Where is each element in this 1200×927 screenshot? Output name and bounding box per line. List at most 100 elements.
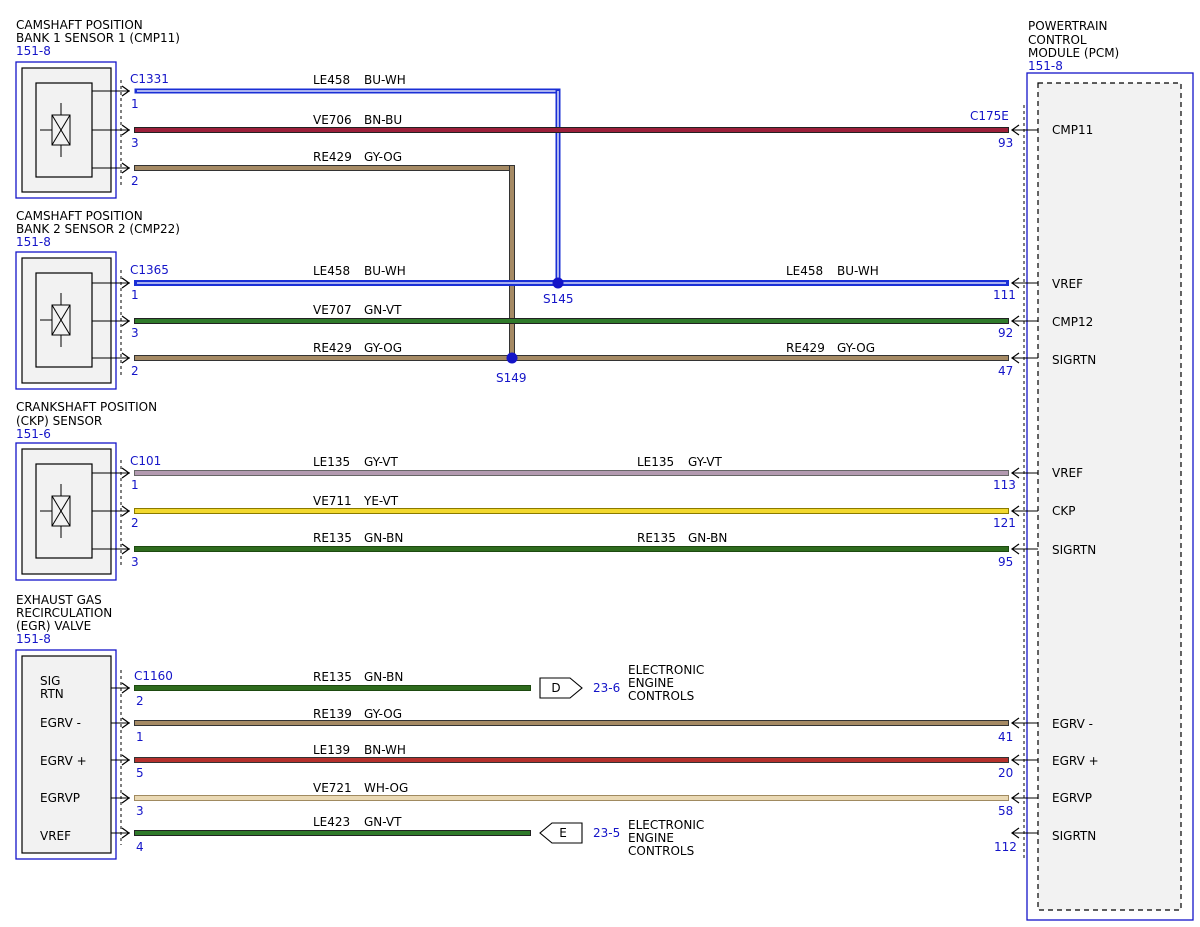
cmp22-ref-link[interactable]: 151-8 bbox=[16, 235, 51, 249]
w9-pin: 3 bbox=[131, 555, 139, 569]
cmp11-connector-label[interactable]: C1331 bbox=[130, 72, 169, 86]
w8-circuit: VE711 bbox=[313, 494, 352, 508]
offpage-e-ref[interactable]: 23-5 bbox=[593, 826, 620, 840]
cmp11-title-line-2: BANK 1 SENSOR 1 (CMP11) bbox=[16, 31, 180, 45]
w6-color: GY-OG bbox=[364, 341, 402, 355]
offpage-e-label-2: ENGINE bbox=[628, 831, 674, 845]
connector-pin-arrow-icon bbox=[121, 717, 131, 729]
cmp22-title-line-1: CAMSHAFT POSITION bbox=[16, 209, 143, 223]
w2-circuit: VE706 bbox=[313, 113, 352, 127]
w2-pcm-pin: 93 bbox=[998, 136, 1013, 150]
offpage-e-letter: E bbox=[559, 826, 567, 840]
connector-pin-arrow-icon bbox=[121, 682, 131, 694]
splice-s145-dot bbox=[552, 277, 564, 289]
w7-pcm-signal: VREF bbox=[1052, 466, 1083, 480]
offpage-e-arrow-icon bbox=[539, 822, 583, 844]
w14-pin: 4 bbox=[136, 840, 144, 854]
w4-pcm-pin: 111 bbox=[993, 288, 1016, 302]
w6-circuit: RE429 bbox=[313, 341, 352, 355]
cmp22-connector-label[interactable]: C1365 bbox=[130, 263, 169, 277]
ckp-title-line-2: (CKP) SENSOR bbox=[16, 414, 102, 428]
offpage-connector-d[interactable]: D 23-6 ELECTRONIC ENGINE CONTROLS bbox=[539, 663, 704, 703]
egr-pin-egrvp: EGRVP bbox=[40, 791, 80, 805]
w14-circuit: LE423 bbox=[313, 815, 350, 829]
w8-pcm-pin: 121 bbox=[993, 516, 1016, 530]
splice-s149-dot bbox=[506, 352, 518, 364]
w7-circuit: LE135 bbox=[313, 455, 350, 469]
ckp-connector-label[interactable]: C101 bbox=[130, 454, 161, 468]
w6-color-2: GY-OG bbox=[837, 341, 875, 355]
w5-pcm-signal: CMP12 bbox=[1052, 315, 1093, 329]
w12-circuit: LE139 bbox=[313, 743, 350, 757]
connector-pin-arrow-icon bbox=[121, 467, 131, 479]
cmp22-sensor: CAMSHAFT POSITION BANK 2 SENSOR 2 (CMP22… bbox=[15, 209, 180, 390]
ckp-sensor: CRANKSHAFT POSITION (CKP) SENSOR 151-6 C… bbox=[15, 400, 161, 581]
w10-color: GN-BN bbox=[364, 670, 403, 684]
wires-layer bbox=[92, 85, 1038, 839]
egr-title-line-2: RECIRCULATION bbox=[16, 606, 112, 620]
pcm-connector-label[interactable]: C175E bbox=[970, 109, 1009, 123]
w9-circuit-2: RE135 bbox=[637, 531, 676, 545]
w12-pcm-pin: 20 bbox=[998, 766, 1013, 780]
egr-pin-sig: SIG bbox=[40, 674, 60, 688]
w2-pin: 3 bbox=[131, 136, 139, 150]
w4-pcm-signal: VREF bbox=[1052, 277, 1083, 291]
w7-color: GY-VT bbox=[364, 455, 398, 469]
w12-pcm-signal: EGRV + bbox=[1052, 754, 1099, 768]
w11-pcm-pin: 41 bbox=[998, 730, 1013, 744]
egr-pin-egrv-minus: EGRV - bbox=[40, 716, 81, 730]
cmp11-hall-element-icon bbox=[40, 103, 71, 157]
w6-pcm-signal: SIGRTN bbox=[1052, 353, 1096, 367]
offpage-e-label-1: ELECTRONIC bbox=[628, 818, 704, 832]
w2-color: BN-BU bbox=[364, 113, 402, 127]
w8-color: YE-VT bbox=[363, 494, 399, 508]
pcm-ref-link[interactable]: 151-8 bbox=[1028, 59, 1063, 73]
w9-pcm-pin: 95 bbox=[998, 555, 1013, 569]
connector-pin-arrow-icon bbox=[121, 505, 131, 517]
w10-pin: 2 bbox=[136, 694, 144, 708]
egr-valve: EXHAUST GAS RECIRCULATION (EGR) VALVE 15… bbox=[15, 593, 173, 860]
egr-ref-link[interactable]: 151-8 bbox=[16, 632, 51, 646]
w13-pcm-pin: 58 bbox=[998, 804, 1013, 818]
w9-color: GN-BN bbox=[364, 531, 403, 545]
cmp22-hall-element-icon bbox=[40, 293, 71, 347]
w11-pin: 1 bbox=[136, 730, 144, 744]
offpage-d-arrow-icon bbox=[539, 677, 583, 699]
w11-pcm-signal: EGRV - bbox=[1052, 717, 1093, 731]
pcm-title-line-2: CONTROL bbox=[1028, 33, 1087, 47]
connector-pin-arrow-icon bbox=[121, 124, 131, 136]
cmp22-title-line-2: BANK 2 SENSOR 2 (CMP22) bbox=[16, 222, 180, 236]
w9-color-2: GN-BN bbox=[688, 531, 727, 545]
ckp-ref-link[interactable]: 151-6 bbox=[16, 427, 51, 441]
splice-s145-label[interactable]: S145 bbox=[543, 292, 574, 306]
connector-pin-arrow-icon bbox=[121, 277, 131, 289]
w4-color: BU-WH bbox=[364, 264, 406, 278]
connector-pin-arrow-icon bbox=[121, 792, 131, 804]
w14-pcm-signal: SIGRTN bbox=[1052, 829, 1096, 843]
pcm-body bbox=[1037, 82, 1182, 911]
egr-connector-label[interactable]: C1160 bbox=[134, 669, 173, 683]
connector-pin-arrow-icon bbox=[121, 827, 131, 839]
w11-color: GY-OG bbox=[364, 707, 402, 721]
w1-circuit: LE458 bbox=[313, 73, 350, 87]
w8-pin: 2 bbox=[131, 516, 139, 530]
cmp11-ref-link[interactable]: 151-8 bbox=[16, 44, 51, 58]
pcm-title-line-1: POWERTRAIN bbox=[1028, 19, 1108, 33]
offpage-d-label-1: ELECTRONIC bbox=[628, 663, 704, 677]
ckp-hall-element-icon bbox=[40, 484, 71, 538]
egr-pin-rtn: RTN bbox=[40, 687, 64, 701]
w5-circuit: VE707 bbox=[313, 303, 352, 317]
offpage-connector-e[interactable]: E 23-5 ELECTRONIC ENGINE CONTROLS bbox=[539, 818, 704, 858]
offpage-d-ref[interactable]: 23-6 bbox=[593, 681, 620, 695]
w4-circuit-2: LE458 bbox=[786, 264, 823, 278]
w3-color: GY-OG bbox=[364, 150, 402, 164]
w5-color: GN-VT bbox=[364, 303, 402, 317]
connector-pin-arrow-icon bbox=[121, 543, 131, 555]
cmp22-inner-box bbox=[35, 272, 93, 368]
egr-title-line-1: EXHAUST GAS bbox=[16, 593, 102, 607]
splice-s149-label[interactable]: S149 bbox=[496, 371, 527, 385]
w6-pin: 2 bbox=[131, 364, 139, 378]
offpage-d-label-2: ENGINE bbox=[628, 676, 674, 690]
connector-pin-arrow-icon bbox=[121, 352, 131, 364]
